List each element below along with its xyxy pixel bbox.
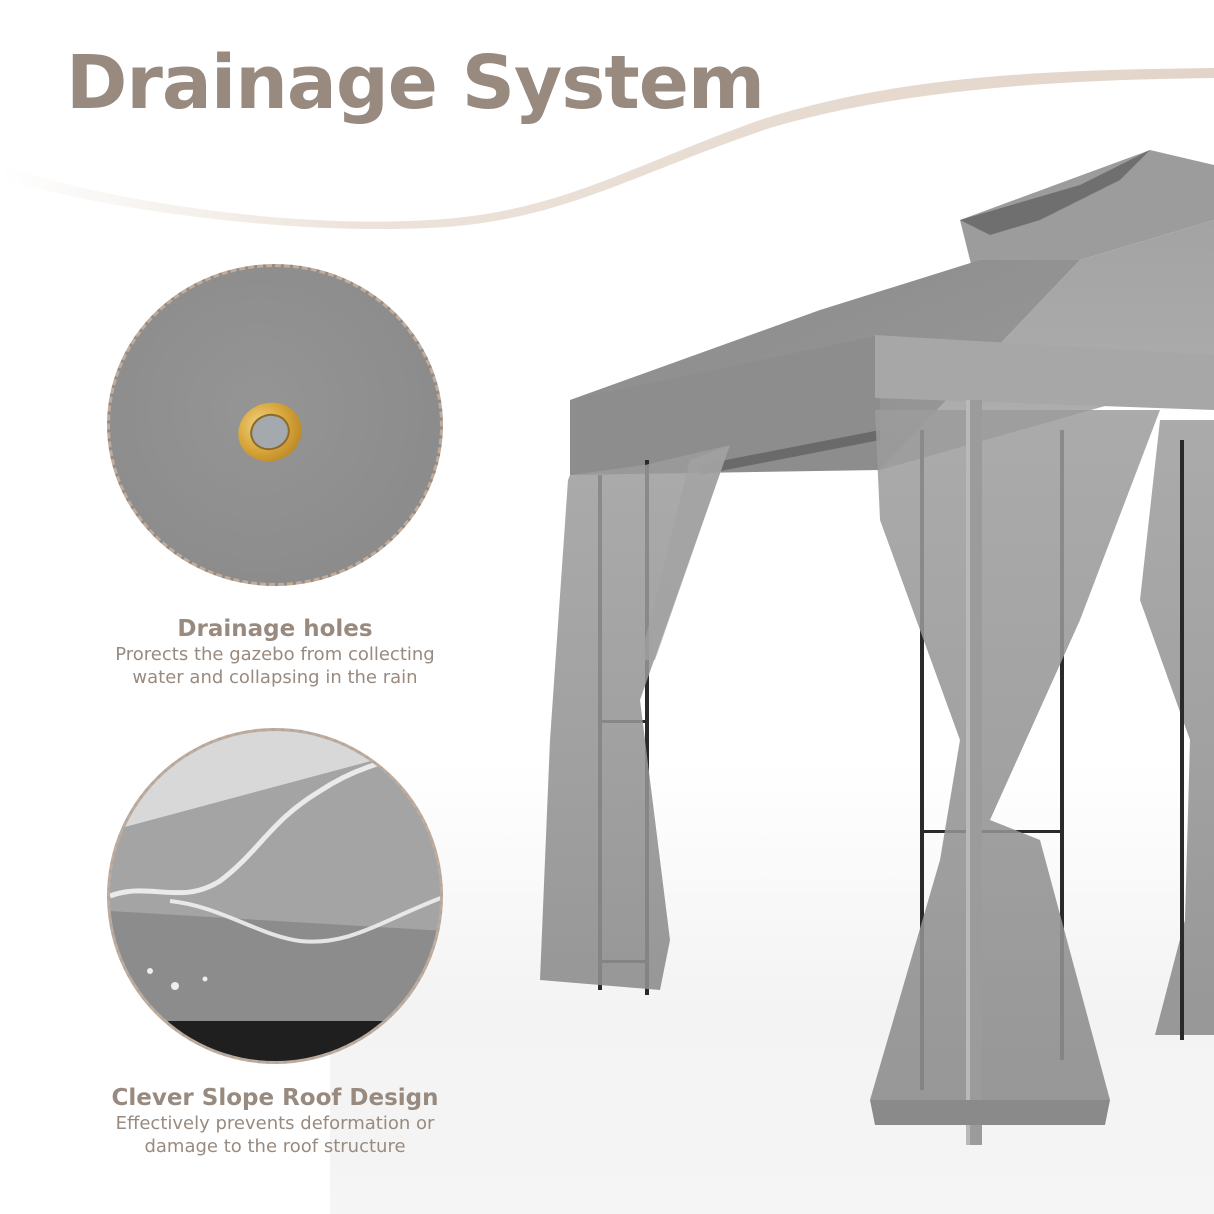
gazebo-image bbox=[540, 150, 1214, 1145]
feature-description-line: water and collapsing in the rain bbox=[132, 667, 418, 688]
page-title: Drainage System bbox=[66, 40, 765, 126]
feature-description-line: Effectively prevents deformation or bbox=[115, 1113, 435, 1134]
feature-description-line: Prorects the gazebo from collecting bbox=[115, 644, 435, 665]
feature-heading: Clever Slope Roof Design bbox=[111, 1085, 439, 1111]
sloped-roof-water-image bbox=[107, 728, 443, 1064]
feature-slope-roof: Clever Slope Roof Design Effectively pre… bbox=[75, 1084, 475, 1158]
feature-description-line: damage to the roof structure bbox=[144, 1136, 406, 1157]
drainage-hole-image bbox=[107, 264, 443, 586]
feature-drainage-holes: Drainage holes Prorects the gazebo from … bbox=[75, 615, 475, 689]
feature-heading: Drainage holes bbox=[177, 616, 373, 642]
brass-grommet-icon bbox=[230, 394, 310, 470]
